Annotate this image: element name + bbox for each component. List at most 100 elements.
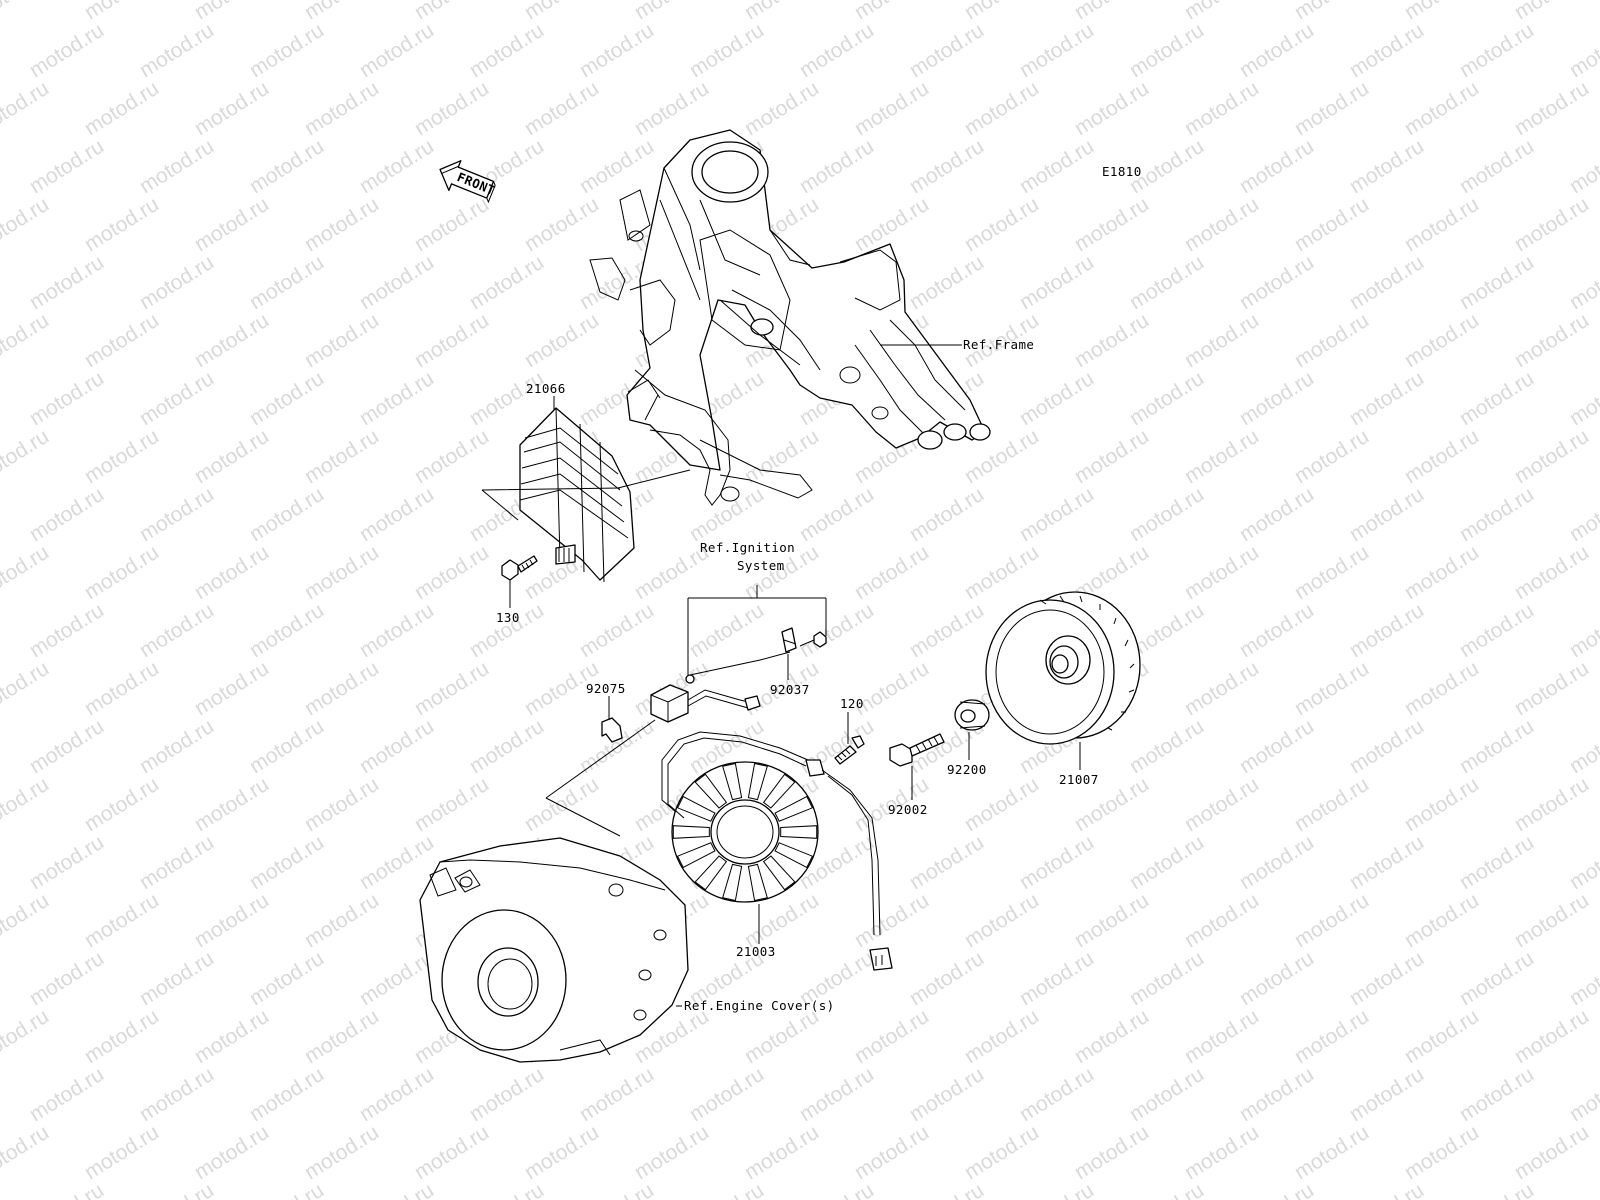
watermark-text: motod.ru [1015,367,1097,430]
watermark-text: motod.ru [0,657,53,720]
stator-tooth [762,855,796,891]
watermark-text: motod.ru [1510,541,1592,604]
watermark-text: motod.ru [520,309,602,372]
watermark-text: motod.ru [960,77,1042,140]
watermark-text: motod.ru [1180,1005,1262,1068]
watermark-text: motod.ru [80,1005,162,1068]
watermark-text: motod.ru [1345,599,1427,662]
watermark-text: motod.ru [1565,947,1600,1010]
watermark-text: motod.ru [1180,309,1262,372]
watermark-text: motod.ru [245,19,327,82]
watermark-text: motod.ru [905,599,987,662]
watermark-text: motod.ru [1565,251,1600,314]
watermark-text: motod.ru [190,1121,272,1184]
watermark-text: motod.ru [465,1179,547,1200]
watermark-text: motod.ru [1290,309,1372,372]
watermark-text: motod.ru [1510,1005,1592,1068]
watermark-text: motod.ru [1235,947,1317,1010]
watermark-text: motod.ru [905,947,987,1010]
watermark-text: motod.ru [1180,193,1262,256]
watermark-text: motod.ru [1455,251,1537,314]
watermark-text: motod.ru [190,773,272,836]
watermark-text: motod.ru [1510,889,1592,952]
watermark-text: motod.ru [575,1063,657,1126]
watermark-text: motod.ru [1400,1121,1482,1184]
ref-ignition-label-line2: System [737,558,785,573]
watermark-text: motod.ru [740,425,822,488]
watermark-text: motod.ru [1345,947,1427,1010]
watermark-text: motod.ru [135,1179,217,1200]
part-number-21003: 21003 [736,944,776,959]
watermark-text: motod.ru [1565,367,1600,430]
watermark-text: motod.ru [245,367,327,430]
watermark-text: motod.ru [1125,1179,1207,1200]
watermark-text: motod.ru [1180,773,1262,836]
watermark-text: motod.ru [1125,715,1207,778]
engine-cover-part [419,837,689,1063]
watermark-text: motod.ru [300,309,382,372]
stator-tooth [780,825,818,839]
watermark-text: motod.ru [1400,1005,1482,1068]
watermark-text: motod.ru [0,425,53,488]
watermark-text: motod.ru [1180,425,1262,488]
diagram-code: E1810 [1102,164,1142,179]
watermark-text: motod.ru [355,947,437,1010]
watermark-text: motod.ru [1400,889,1482,952]
stator-tooth [722,762,743,801]
watermark-text: motod.ru [0,193,53,256]
watermark-text: motod.ru [245,599,327,662]
watermark-text: motod.ru [245,483,327,546]
watermark-text: motod.ru [245,715,327,778]
watermark-text: motod.ru [1565,1179,1600,1200]
watermark-text: motod.ru [300,1005,382,1068]
watermark-text: motod.ru [190,77,272,140]
part-number-21066: 21066 [526,381,566,396]
watermark-text: motod.ru [410,773,492,836]
watermark-text: motod.ru [1510,657,1592,720]
watermark-text: motod.ru [1345,1179,1427,1200]
washer-part-92200 [954,699,990,731]
watermark-text: motod.ru [0,541,53,604]
watermark-text: motod.ru [0,77,53,140]
watermark-text: motod.ru [300,541,382,604]
watermark-text: motod.ru [1235,251,1317,314]
watermark-text: motod.ru [1070,77,1152,140]
watermark-text: motod.ru [905,135,987,198]
watermark-text: motod.ru [80,309,162,372]
watermark-text: motod.ru [960,773,1042,836]
watermark-text: motod.ru [25,19,107,82]
watermark-text: motod.ru [1235,135,1317,198]
watermark-text: motod.ru [905,1179,987,1200]
watermark-text: motod.ru [740,77,822,140]
watermark-text: motod.ru [740,1121,822,1184]
watermark-text: motod.ru [1125,251,1207,314]
watermark-text: motod.ru [1015,251,1097,314]
watermark-text: motod.ru [25,1063,107,1126]
watermark-text: motod.ru [355,19,437,82]
watermark-text: motod.ru [1510,193,1592,256]
watermark-text: motod.ru [410,541,492,604]
watermark-text: motod.ru [355,1179,437,1200]
watermark-text: motod.ru [410,1121,492,1184]
watermark-text: motod.ru [410,77,492,140]
watermark-text: motod.ru [245,135,327,198]
watermark-text: motod.ru [245,1063,327,1126]
bolt-part-130 [501,555,538,581]
watermark-text: motod.ru [25,599,107,662]
watermark-text: motod.ru [465,251,547,314]
watermark-text: motod.ru [25,367,107,430]
watermark-text: motod.ru [905,831,987,894]
watermark-text: motod.ru [0,1121,53,1184]
watermark-text: motod.ru [135,599,217,662]
watermark-text: motod.ru [190,889,272,952]
watermark-text: motod.ru [1400,309,1482,372]
watermark-text: motod.ru [1180,541,1262,604]
watermark-text: motod.ru [685,1179,767,1200]
stator-tooth [774,842,814,869]
watermark-text: motod.ru [1345,251,1427,314]
watermark-text: motod.ru [1015,19,1097,82]
part-number-92002: 92002 [888,802,928,817]
watermark-text: motod.ru [1455,831,1537,894]
watermark-text: motod.ru [905,251,987,314]
watermark-text: motod.ru [905,483,987,546]
